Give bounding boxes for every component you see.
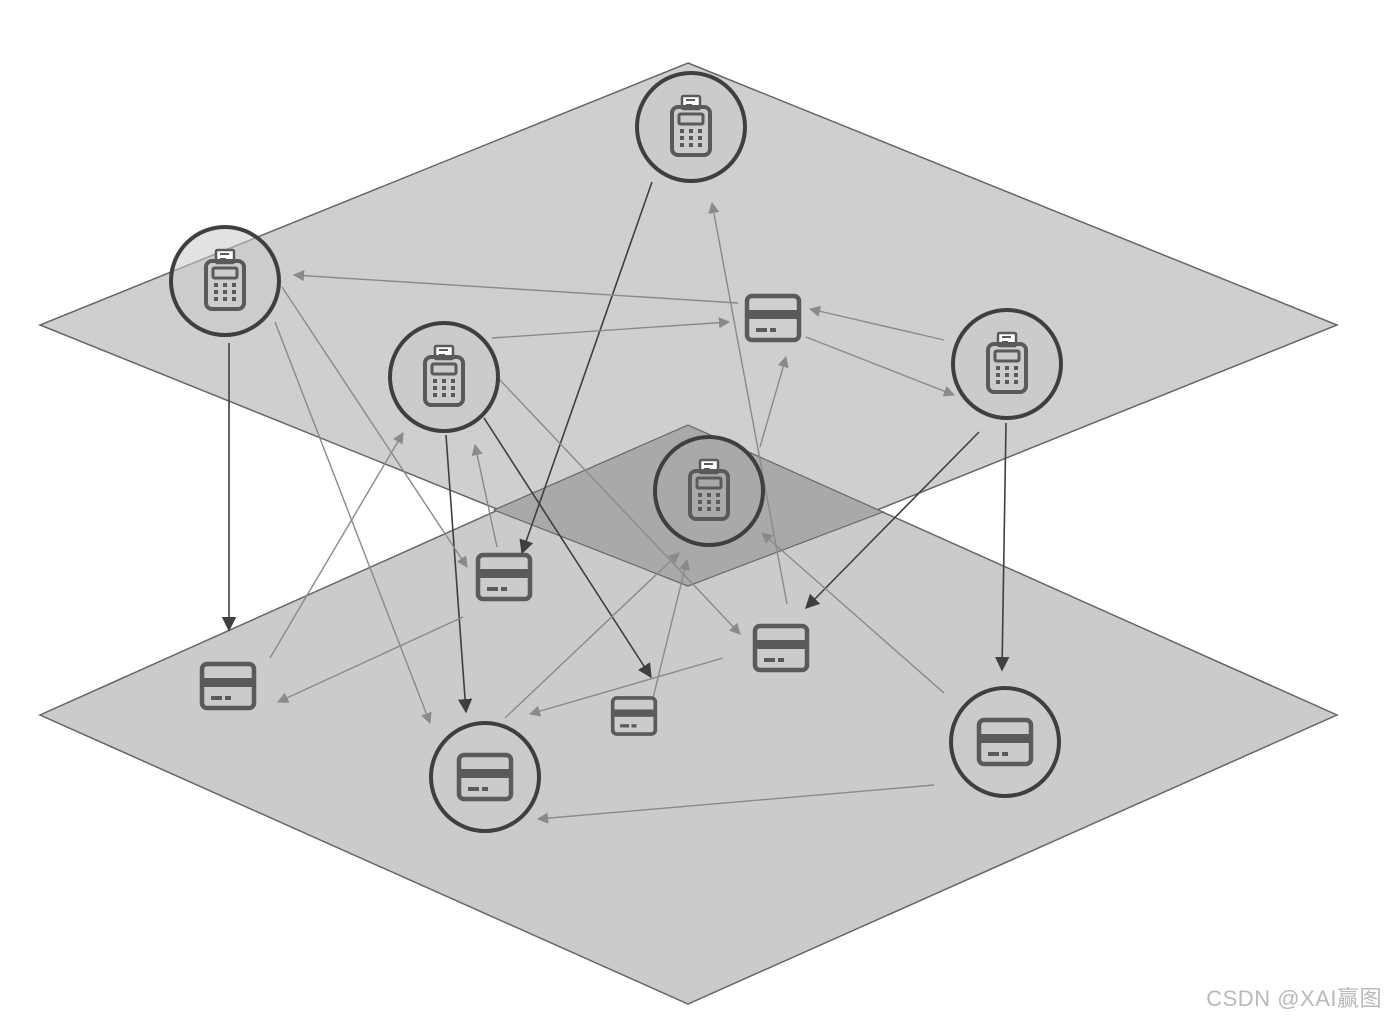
edge-weak-t3-c5 bbox=[499, 379, 741, 635]
edge-weak-c4-t5 bbox=[652, 558, 691, 699]
node-t3-pos-terminal[interactable] bbox=[388, 321, 500, 433]
edge-weak-c2-t3 bbox=[269, 432, 404, 659]
edge-weak-c1-t4 bbox=[805, 336, 956, 397]
edge-weak-t5-c1 bbox=[759, 355, 789, 448]
edge-strong-t1-c3 bbox=[519, 181, 653, 555]
edge-weak-t2-c6 bbox=[274, 321, 432, 725]
edge-weak-c1-t2 bbox=[292, 270, 739, 304]
node-t1-pos-terminal[interactable] bbox=[635, 71, 747, 183]
edge-weak-c7-t5 bbox=[761, 532, 945, 694]
node-t5-pos-terminal[interactable] bbox=[653, 435, 765, 547]
edge-weak-c3-c2 bbox=[276, 616, 464, 703]
edge-weak-c6-t5 bbox=[504, 552, 680, 719]
csdn-watermark: CSDN @XAI赢图 bbox=[1206, 986, 1382, 1011]
edge-weak-t3-c1 bbox=[491, 317, 731, 339]
bottom-layer-plane bbox=[38, 424, 1339, 1005]
edge-weak-c3-t3 bbox=[471, 443, 498, 548]
node-c6-card[interactable] bbox=[429, 721, 541, 833]
node-c7-card[interactable] bbox=[949, 686, 1061, 798]
edge-weak-c5-c6 bbox=[528, 657, 724, 717]
edge-weak-c5-t1 bbox=[708, 201, 788, 605]
edge-weak-t4-c1 bbox=[808, 305, 945, 341]
edge-weak-c7-c6 bbox=[536, 784, 935, 824]
edge-strong-t3-c4 bbox=[483, 417, 652, 679]
edge-strong-t4-c7 bbox=[995, 422, 1010, 672]
edge-weak-t2-c3 bbox=[281, 286, 468, 568]
edge-strong-t4-c5 bbox=[804, 431, 980, 610]
node-t2-pos-terminal[interactable] bbox=[169, 225, 281, 337]
edge-strong-t3-c6 bbox=[445, 434, 473, 714]
node-t4-pos-terminal[interactable] bbox=[951, 308, 1063, 420]
